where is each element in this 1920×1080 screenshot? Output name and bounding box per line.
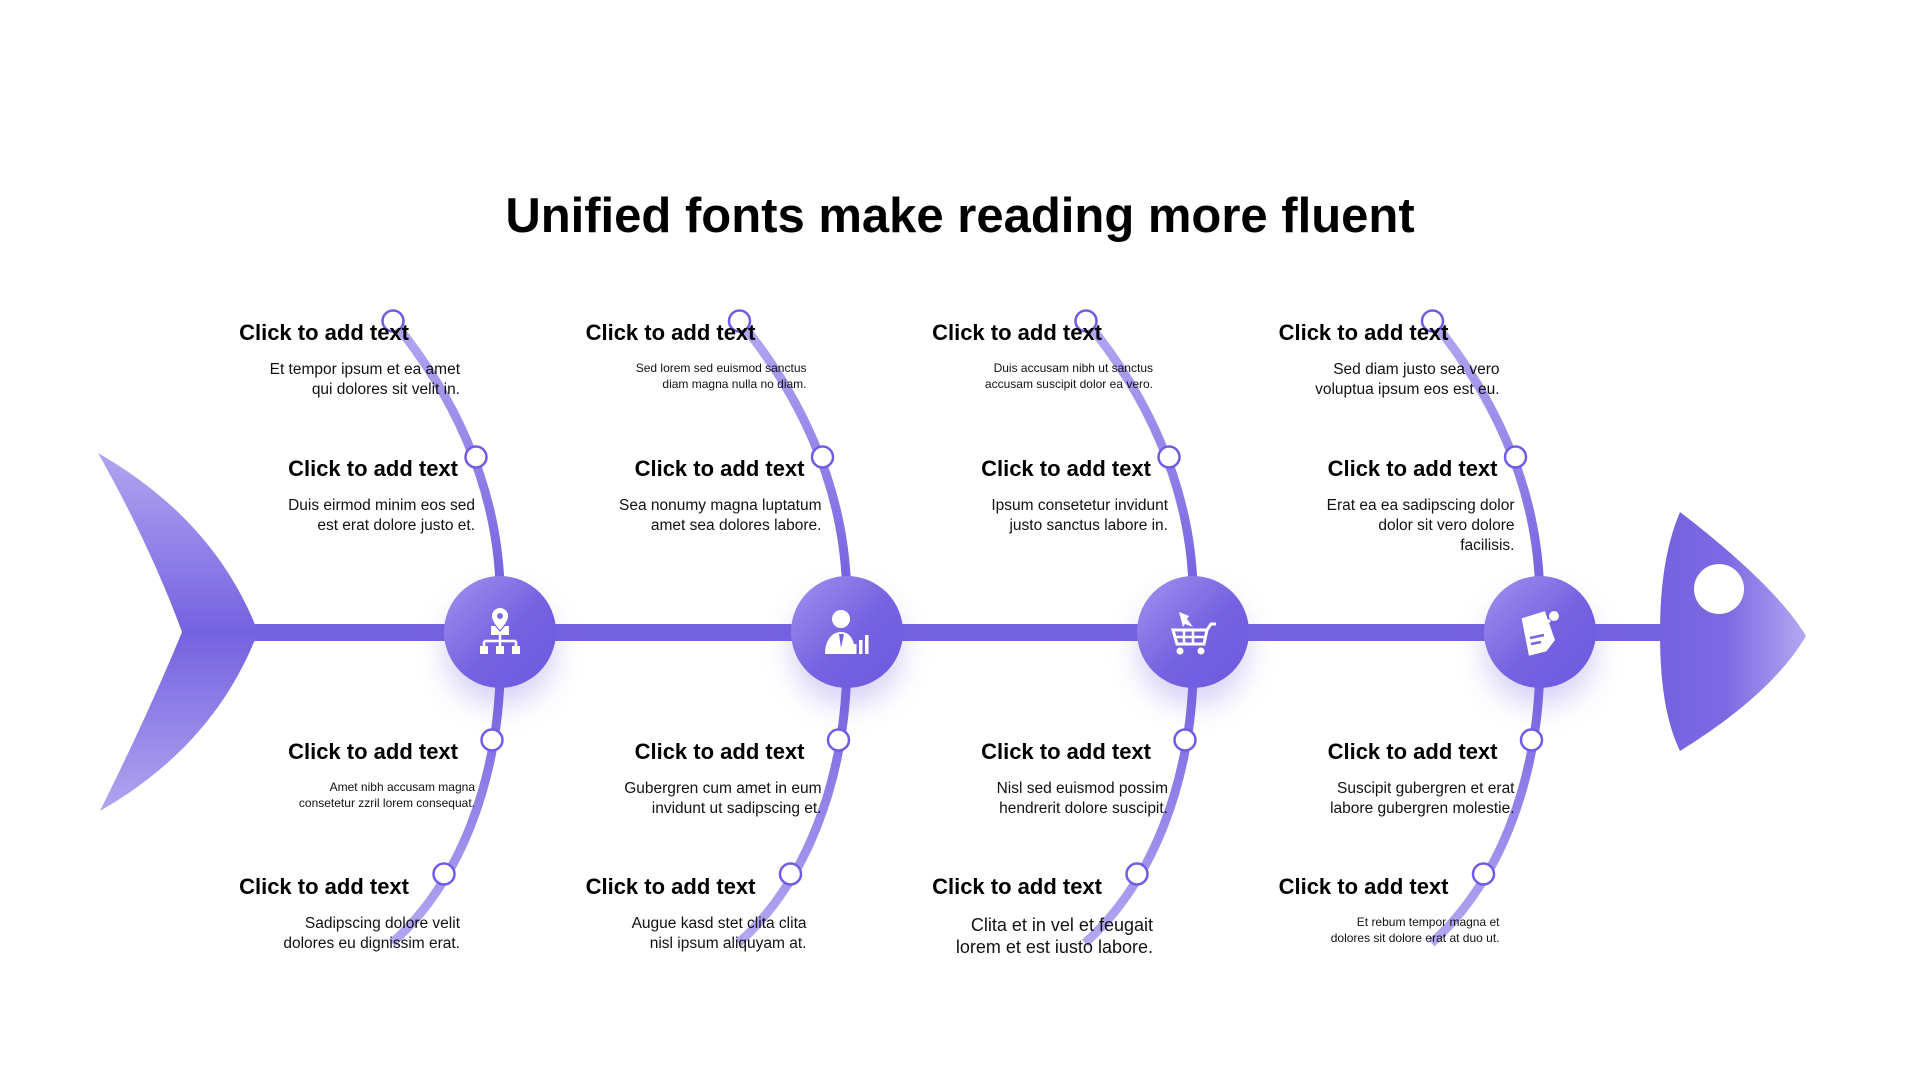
fish-eye (1694, 564, 1744, 614)
block-description[interactable]: Amet nibh accusam magna consetetur zzril… (298, 780, 475, 810)
block-description[interactable]: Suscipit gubergren et erat labore guberg… (1330, 780, 1515, 817)
fish-head (1660, 512, 1806, 751)
block-description[interactable]: Duis accusam nibh ut sanctus accusam sus… (984, 361, 1153, 391)
bone-node[interactable] (727, 309, 752, 333)
bone-node[interactable] (464, 445, 488, 469)
block-heading[interactable]: Click to add text (288, 456, 458, 481)
block-description[interactable]: Sadipscing dolore velit dolores eu digni… (283, 915, 460, 952)
page-title: Unified fonts make reading more fluent (505, 189, 1415, 243)
bone-node[interactable] (810, 445, 835, 469)
bone-node[interactable] (1471, 862, 1496, 886)
text-block-top1[interactable]: Click to add text Et tempor ipsum et ea a… (239, 320, 460, 400)
shopping-cart-icon (1171, 612, 1216, 655)
spine (240, 624, 1680, 641)
block-heading[interactable]: Click to add text (1327, 456, 1498, 481)
block-heading[interactable]: Click to add text (634, 456, 805, 481)
bone-node[interactable] (778, 862, 803, 886)
bone-node[interactable] (826, 728, 851, 752)
block-heading[interactable]: Click to add text (585, 320, 756, 345)
block-description[interactable]: Sed lorem sed euismod sanctus diam magna… (635, 361, 807, 391)
category-hub[interactable] (1137, 576, 1249, 688)
bone-node[interactable] (1420, 309, 1445, 333)
block-description[interactable]: Duis eirmod minim eos sed est erat dolor… (288, 497, 475, 534)
block-description[interactable]: Clita et in vel et feugait lorem et est … (955, 915, 1153, 957)
block-description[interactable]: Et tempor ipsum et ea amet qui dolores s… (269, 361, 460, 398)
block-heading[interactable]: Click to add text (1278, 320, 1449, 345)
text-block-bot2[interactable]: Click to add text Et rebum tempor magna e… (1279, 874, 1500, 946)
upper-bone (735, 316, 851, 590)
block-description[interactable]: Augue kasd stet clita clita nisl ipsum a… (631, 915, 807, 952)
bone-node[interactable] (1519, 728, 1544, 752)
upper-bone (1428, 316, 1544, 590)
block-heading[interactable]: Click to add text (288, 739, 458, 764)
block-heading[interactable]: Click to add text (981, 739, 1151, 764)
lower-bone (1428, 679, 1544, 947)
block-description[interactable]: Gubergren cum amet in eum invidunt ut sa… (624, 780, 822, 817)
block-description[interactable]: Sea nonumy magna luptatum amet sea dolor… (619, 497, 822, 534)
upper-bone (388, 316, 505, 590)
bone-node[interactable] (480, 728, 504, 752)
bone-node[interactable] (1074, 309, 1098, 333)
block-description[interactable]: Nisl sed euismod possim hendrerit dolore… (996, 780, 1168, 817)
fish-tail (98, 453, 258, 811)
category-hub[interactable] (444, 576, 556, 688)
block-heading[interactable]: Click to add text (932, 320, 1102, 345)
block-heading[interactable]: Click to add text (932, 874, 1102, 899)
org-chart-location-icon (480, 608, 520, 654)
block-heading[interactable]: Click to add text (1327, 739, 1498, 764)
block-description[interactable]: Erat ea ea sadipscing dolor dolor sit ve… (1326, 497, 1515, 554)
bone-node[interactable] (1125, 862, 1149, 886)
block-description[interactable]: Et rebum tempor magna et dolores sit dol… (1330, 915, 1500, 945)
businessman-chart-icon (824, 610, 868, 654)
lower-bone (735, 679, 851, 947)
block-heading[interactable]: Click to add text (634, 739, 805, 764)
bone-node[interactable] (1157, 445, 1181, 469)
lower-bone (1081, 679, 1198, 947)
bone-node[interactable] (1503, 445, 1528, 469)
lower-bone (388, 679, 505, 947)
block-description[interactable]: Ipsum consetetur invidunt justo sanctus … (991, 497, 1168, 534)
block-heading[interactable]: Click to add text (1278, 874, 1449, 899)
category-hub[interactable] (790, 576, 903, 688)
block-heading[interactable]: Click to add text (981, 456, 1151, 481)
bone-node[interactable] (1173, 728, 1197, 752)
block-heading[interactable]: Click to add text (239, 874, 409, 899)
block-description[interactable]: Sed diam justo sea vero voluptua ipsum e… (1315, 361, 1500, 398)
upper-bone (1081, 316, 1198, 590)
block-heading[interactable]: Click to add text (239, 320, 409, 345)
bone-node[interactable] (432, 862, 456, 886)
block-heading[interactable]: Click to add text (585, 874, 756, 899)
bone-node[interactable] (381, 309, 405, 333)
note-pin-icon (1521, 609, 1561, 656)
category-hub[interactable] (1483, 576, 1596, 688)
